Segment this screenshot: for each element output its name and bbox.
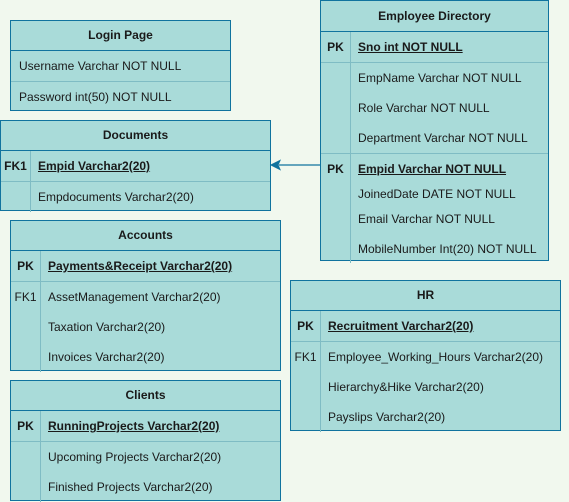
- table-row[interactable]: Department Varchar NOT NULL: [321, 123, 548, 154]
- table-row[interactable]: PK Payments&Receipt Varchar2(20): [11, 251, 280, 282]
- table-row[interactable]: PK Empid Varchar NOT NULL: [321, 154, 548, 184]
- table-row[interactable]: EmpName Varchar NOT NULL: [321, 63, 548, 93]
- field-text: Username Varchar NOT NULL: [19, 59, 182, 73]
- field-text: Department Varchar NOT NULL: [358, 131, 528, 145]
- key-cell: [321, 184, 351, 204]
- table-row[interactable]: Email Varchar NOT NULL: [321, 204, 548, 234]
- table-row[interactable]: Username Varchar NOT NULL: [11, 51, 230, 82]
- key-cell: [321, 234, 351, 263]
- table-row[interactable]: Upcoming Projects Varchar2(20): [11, 442, 280, 472]
- field-text: Password int(50) NOT NULL: [19, 90, 172, 104]
- arrowhead-icon: [269, 159, 282, 171]
- fk-key: FK1: [11, 282, 41, 312]
- field-text: Employee_Working_Hours Varchar2(20): [328, 350, 543, 364]
- field-text: Invoices Varchar2(20): [48, 350, 165, 364]
- field-text: Role Varchar NOT NULL: [358, 101, 490, 115]
- table-row[interactable]: PK Sno int NOT NULL: [321, 32, 548, 63]
- table-row[interactable]: Password int(50) NOT NULL: [11, 82, 230, 112]
- field-text: JoinedDate DATE NOT NULL: [358, 187, 516, 201]
- table-hr[interactable]: HR PK Recruitment Varchar2(20) FK1 Emplo…: [290, 280, 561, 432]
- field-text: Sno int NOT NULL: [358, 40, 463, 54]
- key-cell: [291, 402, 321, 432]
- table-row[interactable]: Payslips Varchar2(20): [291, 402, 560, 432]
- table-row[interactable]: Finished Projects Varchar2(20): [11, 472, 280, 502]
- field-text: Hierarchy&Hike Varchar2(20): [328, 380, 484, 394]
- pk-key: PK: [321, 32, 351, 62]
- table-documents[interactable]: Documents FK1 Empid Varchar2(20) Empdocu…: [0, 120, 271, 212]
- key-cell: [11, 472, 41, 502]
- table-row[interactable]: Invoices Varchar2(20): [11, 342, 280, 372]
- key-cell: [11, 342, 41, 372]
- table-login-page[interactable]: Login Page Username Varchar NOT NULL Pas…: [10, 20, 231, 111]
- pk-key: PK: [291, 311, 321, 341]
- table-row[interactable]: JoinedDate DATE NOT NULL: [321, 184, 548, 204]
- key-cell: [11, 442, 41, 472]
- field-text: Upcoming Projects Varchar2(20): [48, 450, 222, 464]
- field-text: Payments&Receipt Varchar2(20): [48, 259, 233, 273]
- field-text: Finished Projects Varchar2(20): [48, 480, 213, 494]
- field-text: Empid Varchar2(20): [38, 159, 151, 173]
- table-row[interactable]: Role Varchar NOT NULL: [321, 93, 548, 123]
- table-row[interactable]: FK1 Empid Varchar2(20): [1, 151, 270, 182]
- table-row[interactable]: FK1 Employee_Working_Hours Varchar2(20): [291, 342, 560, 372]
- table-title: Employee Directory: [321, 1, 548, 32]
- pk-key: PK: [11, 411, 41, 441]
- table-title: Login Page: [11, 21, 230, 51]
- field-text: AssetManagement Varchar2(20): [48, 290, 221, 304]
- field-text: Empdocuments Varchar2(20): [38, 190, 194, 204]
- table-row[interactable]: Empdocuments Varchar2(20): [1, 182, 270, 212]
- fk-key: FK1: [1, 151, 31, 181]
- key-cell: [321, 123, 351, 153]
- field-text: Taxation Varchar2(20): [48, 320, 166, 334]
- field-text: MobileNumber Int(20) NOT NULL: [358, 241, 537, 256]
- table-title: HR: [291, 281, 560, 311]
- table-row[interactable]: Hierarchy&Hike Varchar2(20): [291, 372, 560, 402]
- table-employee-directory[interactable]: Employee Directory PK Sno int NOT NULL E…: [320, 0, 549, 263]
- table-row[interactable]: PK Recruitment Varchar2(20): [291, 311, 560, 342]
- table-row[interactable]: FK1 AssetManagement Varchar2(20): [11, 282, 280, 312]
- table-title: Documents: [1, 121, 270, 151]
- table-row[interactable]: PK RunningProjects Varchar2(20): [11, 411, 280, 442]
- field-text: Payslips Varchar2(20): [328, 410, 446, 424]
- field-text: Email Varchar NOT NULL: [358, 212, 495, 226]
- table-title: Accounts: [11, 221, 280, 251]
- pk-key: PK: [321, 154, 351, 184]
- key-cell: [321, 93, 351, 123]
- key-cell: [321, 204, 351, 234]
- key-cell: [321, 63, 351, 93]
- field-text: Empid Varchar NOT NULL: [358, 162, 507, 176]
- table-clients[interactable]: Clients PK RunningProjects Varchar2(20) …: [10, 380, 281, 502]
- fk-key: FK1: [291, 342, 321, 372]
- table-accounts[interactable]: Accounts PK Payments&Receipt Varchar2(20…: [10, 220, 281, 372]
- field-text: Recruitment Varchar2(20): [328, 319, 474, 333]
- field-text: RunningProjects Varchar2(20): [48, 419, 220, 433]
- pk-key: PK: [11, 251, 41, 281]
- key-cell: [11, 312, 41, 342]
- key-cell: [291, 372, 321, 402]
- key-cell: [1, 182, 31, 212]
- field-text: EmpName Varchar NOT NULL: [358, 71, 522, 85]
- table-row[interactable]: MobileNumber Int(20) NOT NULL: [321, 234, 548, 263]
- table-row[interactable]: Taxation Varchar2(20): [11, 312, 280, 342]
- table-title: Clients: [11, 381, 280, 411]
